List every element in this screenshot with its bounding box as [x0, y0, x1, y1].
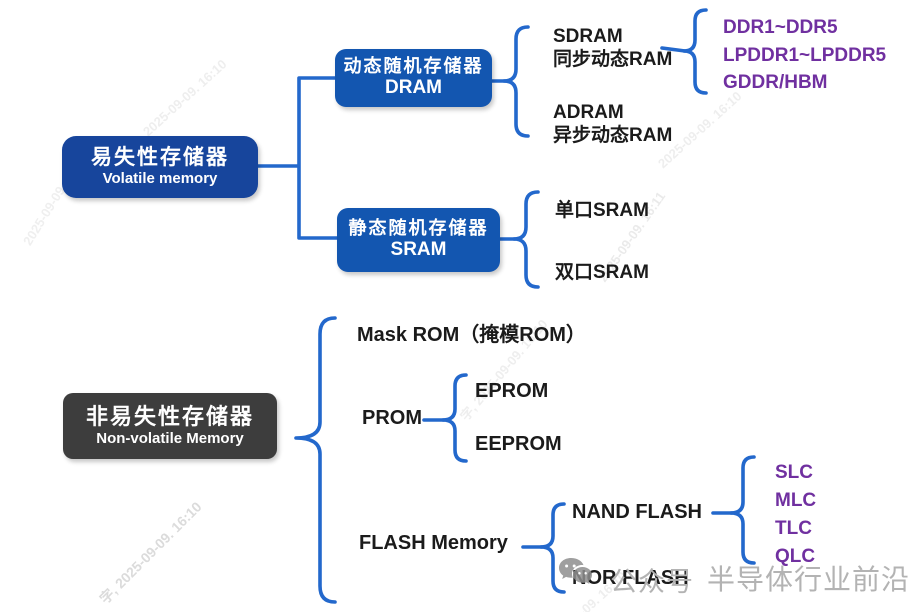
prom-label: PROM: [362, 407, 422, 429]
sram-type-item: 双口SRAM: [555, 262, 649, 283]
dram-title-en: DRAM: [385, 76, 442, 98]
nand-type-item: MLC: [775, 490, 817, 511]
brace-nand-children: [729, 455, 756, 565]
nand-type-item: SLC: [775, 462, 813, 483]
timestamp-stamp: 字, 2025-09-09. 16:10: [96, 498, 205, 607]
dram-box: 动态随机存储器 DRAM: [335, 49, 492, 107]
nonvolatile-title-en: Non-volatile Memory: [96, 429, 244, 447]
timestamp-stamp: 2025-09-09. 16:10: [140, 56, 230, 140]
wechat-icon: [557, 556, 595, 595]
prom-type-item: EPROM: [475, 380, 549, 402]
sdram-desc: 同步动态RAM: [553, 49, 673, 70]
brace-nonvolatile-children: [294, 316, 337, 604]
brace-sdram-children: [682, 8, 708, 95]
wechat-account-label: 公众号: [610, 567, 694, 597]
volatile-title-zh: 易失性存储器: [91, 145, 229, 169]
flash-memory-label: FLASH Memory: [359, 532, 508, 554]
nonvolatile-title-zh: 非易失性存储器: [85, 404, 254, 430]
sdram-type-item: GDDR/HBM: [723, 72, 828, 93]
sram-title-zh: 静态随机存储器: [348, 218, 489, 239]
nonvolatile-memory-box: 非易失性存储器 Non-volatile Memory: [63, 393, 277, 459]
adram-name: ADRAM: [553, 102, 624, 123]
sdram-types-list: DDR1~DDR5 LPDDR1~LPDDR5 GDDR/HBM: [723, 14, 886, 97]
sram-box: 静态随机存储器 SRAM: [337, 208, 500, 272]
sram-title-en: SRAM: [390, 238, 447, 260]
wechat-account-name: 半导体行业前沿: [707, 564, 911, 595]
brace-dram-children: [502, 25, 530, 138]
nand-type-item: QLC: [775, 546, 816, 567]
nand-flash-label: NAND FLASH: [572, 501, 702, 523]
dram-title-zh: 动态随机存储器: [343, 56, 484, 77]
sdram-label: SDRAM 同步动态RAM: [553, 25, 672, 71]
brace-prom-children: [441, 373, 468, 463]
adram-desc: 异步动态RAM: [553, 125, 673, 146]
nand-types-list: SLC MLC TLC QLC: [775, 459, 816, 571]
mask-rom-label: Mask ROM（掩模ROM）: [357, 324, 586, 346]
nor-flash-label: NOR FLASH: [572, 567, 689, 589]
sdram-name: SDRAM: [553, 26, 623, 47]
prom-type-item: EEPROM: [475, 433, 562, 455]
sdram-type-item: LPDDR1~LPDDR5: [723, 44, 887, 66]
brace-sram-children: [512, 190, 540, 289]
sram-type-item: 单口SRAM: [555, 200, 649, 221]
volatile-memory-box: 易失性存储器 Volatile memory: [62, 136, 258, 198]
elbow-volatile: [256, 76, 340, 240]
volatile-title-en: Volatile memory: [102, 170, 218, 188]
nand-type-item: TLC: [775, 518, 812, 539]
sdram-type-item: DDR1~DDR5: [723, 17, 838, 38]
adram-label: ADRAM 异步动态RAM: [553, 101, 672, 147]
